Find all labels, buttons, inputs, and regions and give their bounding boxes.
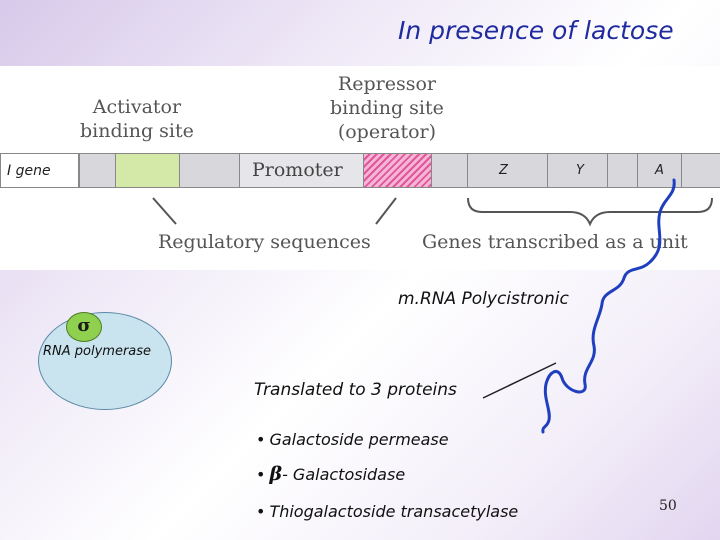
gene-a-label: A xyxy=(655,163,664,178)
list-item: •β- Galactosidase xyxy=(256,463,405,485)
mrna-polycistronic-label: m.RNA Polycistronic xyxy=(398,289,569,309)
regulatory-bracket-right xyxy=(375,197,397,225)
list-item: •Thiogalactoside transacetylase xyxy=(256,502,518,521)
activator-label: Activator binding site xyxy=(80,95,194,143)
translation-heading: Translated to 3 proteins xyxy=(254,380,457,400)
bullet: • xyxy=(256,430,266,449)
rna-polymerase-label: RNA polymerase xyxy=(43,344,152,359)
beta-symbol: β xyxy=(269,463,283,485)
operator-site xyxy=(363,153,431,188)
genes-brace xyxy=(467,197,713,227)
list-item: •Galactoside permease xyxy=(256,430,449,449)
rna-polymerase-shape xyxy=(38,312,172,410)
repressor-label: Repressor binding site (operator) xyxy=(330,72,444,144)
sigma-factor: σ xyxy=(66,312,102,342)
bullet: • xyxy=(256,502,266,521)
repressor-label-line3: (operator) xyxy=(337,121,437,143)
gene-z-label: Z xyxy=(499,163,508,178)
repressor-label-line2: binding site xyxy=(330,97,444,119)
dna-segment xyxy=(607,153,637,188)
promoter-label: Promoter xyxy=(252,159,343,181)
dna-segment xyxy=(79,153,115,188)
bullet: • xyxy=(256,465,266,484)
activator-label-line2: binding site xyxy=(80,120,194,142)
translation-pointer-line xyxy=(482,362,557,399)
protein-name: - Galactosidase xyxy=(282,465,406,484)
dna-segment xyxy=(179,153,239,188)
slide-title: In presence of lactose xyxy=(398,16,674,45)
gene-z-box xyxy=(467,153,547,188)
dna-segment xyxy=(431,153,467,188)
gene-a-box xyxy=(637,153,681,188)
i-gene-box: I gene xyxy=(0,153,79,188)
mrna-strand xyxy=(541,178,676,434)
repressor-label-line1: Repressor xyxy=(337,73,436,95)
protein-name: Thiogalactoside transacetylase xyxy=(269,502,519,521)
page-number: 50 xyxy=(659,498,677,514)
regulatory-sequences-label: Regulatory sequences xyxy=(158,231,371,253)
dna-segment xyxy=(681,153,720,188)
regulatory-bracket-left xyxy=(152,197,177,225)
genes-transcribed-label: Genes transcribed as a unit xyxy=(422,231,688,253)
gene-y-box xyxy=(547,153,607,188)
protein-name: Galactoside permease xyxy=(269,430,449,449)
activator-label-line1: Activator xyxy=(92,96,182,118)
promoter-box xyxy=(239,153,363,188)
activator-binding-site xyxy=(115,153,179,188)
gene-y-label: Y xyxy=(576,163,584,178)
